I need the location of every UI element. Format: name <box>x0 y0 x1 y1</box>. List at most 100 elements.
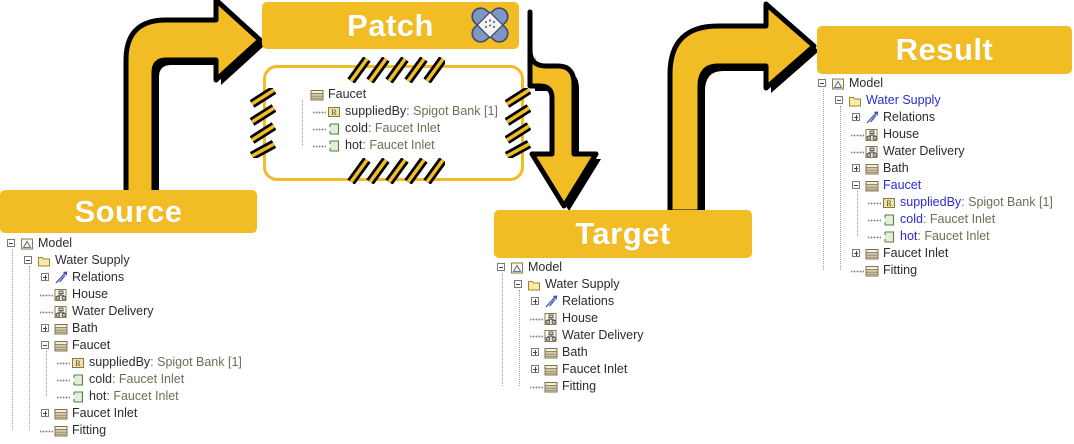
expand-icon[interactable] <box>851 109 864 126</box>
tree-row[interactable]: Faucet Inlet <box>817 245 1053 262</box>
expand-icon[interactable] <box>851 160 864 177</box>
tree-row[interactable]: cold : Faucet Inlet <box>817 211 1053 228</box>
block-icon <box>53 338 69 354</box>
block-icon <box>543 379 559 395</box>
tree-row[interactable]: Faucet Inlet <box>6 405 242 422</box>
expand-icon[interactable] <box>40 405 53 422</box>
tree-row[interactable]: Model <box>6 235 242 252</box>
tree-row[interactable]: hot : Faucet Inlet <box>6 388 242 405</box>
collapse-icon[interactable] <box>496 259 509 276</box>
collapse-icon[interactable] <box>834 92 847 109</box>
tree-row[interactable]: Bath <box>6 320 242 337</box>
tree-row[interactable]: Water Delivery <box>6 303 242 320</box>
collapse-icon[interactable] <box>40 337 53 354</box>
tree-item-type: : Faucet Inlet <box>367 121 441 135</box>
tree-row[interactable]: Faucet <box>6 337 242 354</box>
tree-row[interactable]: Relations <box>817 109 1053 126</box>
expand-icon[interactable] <box>40 320 53 337</box>
tree-row[interactable]: Fitting <box>817 262 1053 279</box>
tree-row[interactable]: Fitting <box>6 422 242 439</box>
bdd-diagram-icon <box>864 127 880 143</box>
tree-branch-line <box>40 422 53 439</box>
tree-row[interactable]: Relations <box>6 269 242 286</box>
tree-item-name: Fitting <box>72 423 107 437</box>
patch-panel <box>263 65 524 181</box>
package-folder-icon <box>36 253 52 269</box>
tree-branch-line <box>313 103 326 120</box>
expand-icon[interactable] <box>530 344 543 361</box>
proxy-port-icon <box>326 138 342 154</box>
tree-row[interactable]: hot : Faucet Inlet <box>296 137 498 154</box>
tree-row[interactable]: House <box>6 286 242 303</box>
expand-icon[interactable] <box>530 293 543 310</box>
expand-icon[interactable] <box>851 245 864 262</box>
tree-item-name: Faucet <box>883 178 922 192</box>
tree-branch-line <box>313 137 326 154</box>
tree-branch-line <box>851 262 864 279</box>
bdd-diagram-icon <box>864 144 880 160</box>
block-icon <box>53 423 69 439</box>
tree-row[interactable]: hot : Faucet Inlet <box>817 228 1053 245</box>
tree-item-name: suppliedBy <box>89 355 151 369</box>
tree-item-name: Water Supply <box>866 93 941 107</box>
tree-row[interactable]: House <box>817 126 1053 143</box>
tree-row[interactable]: Water Delivery <box>496 327 644 344</box>
tree-row[interactable]: Water Supply <box>6 252 242 269</box>
tree-item-name: Faucet Inlet <box>562 362 628 376</box>
arrow-source-to-patch <box>123 0 264 196</box>
tree-guide-line <box>12 249 14 430</box>
tree-item-name: Model <box>528 260 563 274</box>
tree-row[interactable]: Water Supply <box>817 92 1053 109</box>
tree-indent <box>296 103 313 120</box>
expand-icon[interactable] <box>530 361 543 378</box>
expand-icon[interactable] <box>40 269 53 286</box>
tree-guide-line <box>857 191 859 236</box>
tree-branch-line <box>40 286 53 303</box>
tree-row[interactable]: Relations <box>496 293 644 310</box>
tree-row[interactable]: House <box>496 310 644 327</box>
tree-row[interactable]: Bath <box>817 160 1053 177</box>
tree-item-type: : Faucet Inlet <box>917 229 990 243</box>
tree-indent <box>6 252 23 269</box>
tree-guide-line <box>46 351 48 396</box>
tree-branch-line <box>530 378 543 395</box>
block-icon <box>53 321 69 337</box>
proxy-port-icon <box>881 212 897 228</box>
tree-row[interactable]: Faucet <box>296 86 498 103</box>
tree-item-name: Faucet <box>72 338 111 352</box>
tree-row[interactable]: Model <box>496 259 644 276</box>
tree-item-type: : Faucet Inlet <box>362 138 435 152</box>
tree-item-name: cold <box>345 121 368 135</box>
collapse-icon[interactable] <box>23 252 36 269</box>
tree-row[interactable]: cold : Faucet Inlet <box>6 371 242 388</box>
tree-item-name: Fitting <box>562 379 597 393</box>
tree-guide-line <box>519 290 521 386</box>
banner-result: Result <box>817 26 1072 74</box>
tree-row[interactable]: Water Supply <box>496 276 644 293</box>
tree-row[interactable]: Fitting <box>496 378 644 395</box>
tree-row[interactable]: Faucet <box>817 177 1053 194</box>
tree-row[interactable]: Faucet Inlet <box>496 361 644 378</box>
collapse-icon[interactable] <box>851 177 864 194</box>
collapse-icon[interactable] <box>513 276 526 293</box>
tree-row[interactable]: Model <box>817 75 1053 92</box>
tree-row[interactable]: cold : Faucet Inlet <box>296 120 498 137</box>
tree-branch-line <box>57 371 70 388</box>
tree-item-name: Fitting <box>883 263 918 277</box>
proxy-port-icon <box>326 121 342 137</box>
svg-text:R: R <box>886 199 892 208</box>
collapse-icon[interactable] <box>817 75 830 92</box>
tree-branch-line <box>530 310 543 327</box>
tree-row[interactable]: Water Delivery <box>817 143 1053 160</box>
collapse-icon[interactable] <box>6 235 19 252</box>
relations-icon <box>53 270 69 286</box>
tree-row[interactable]: Bath <box>496 344 644 361</box>
relations-icon <box>864 110 880 126</box>
